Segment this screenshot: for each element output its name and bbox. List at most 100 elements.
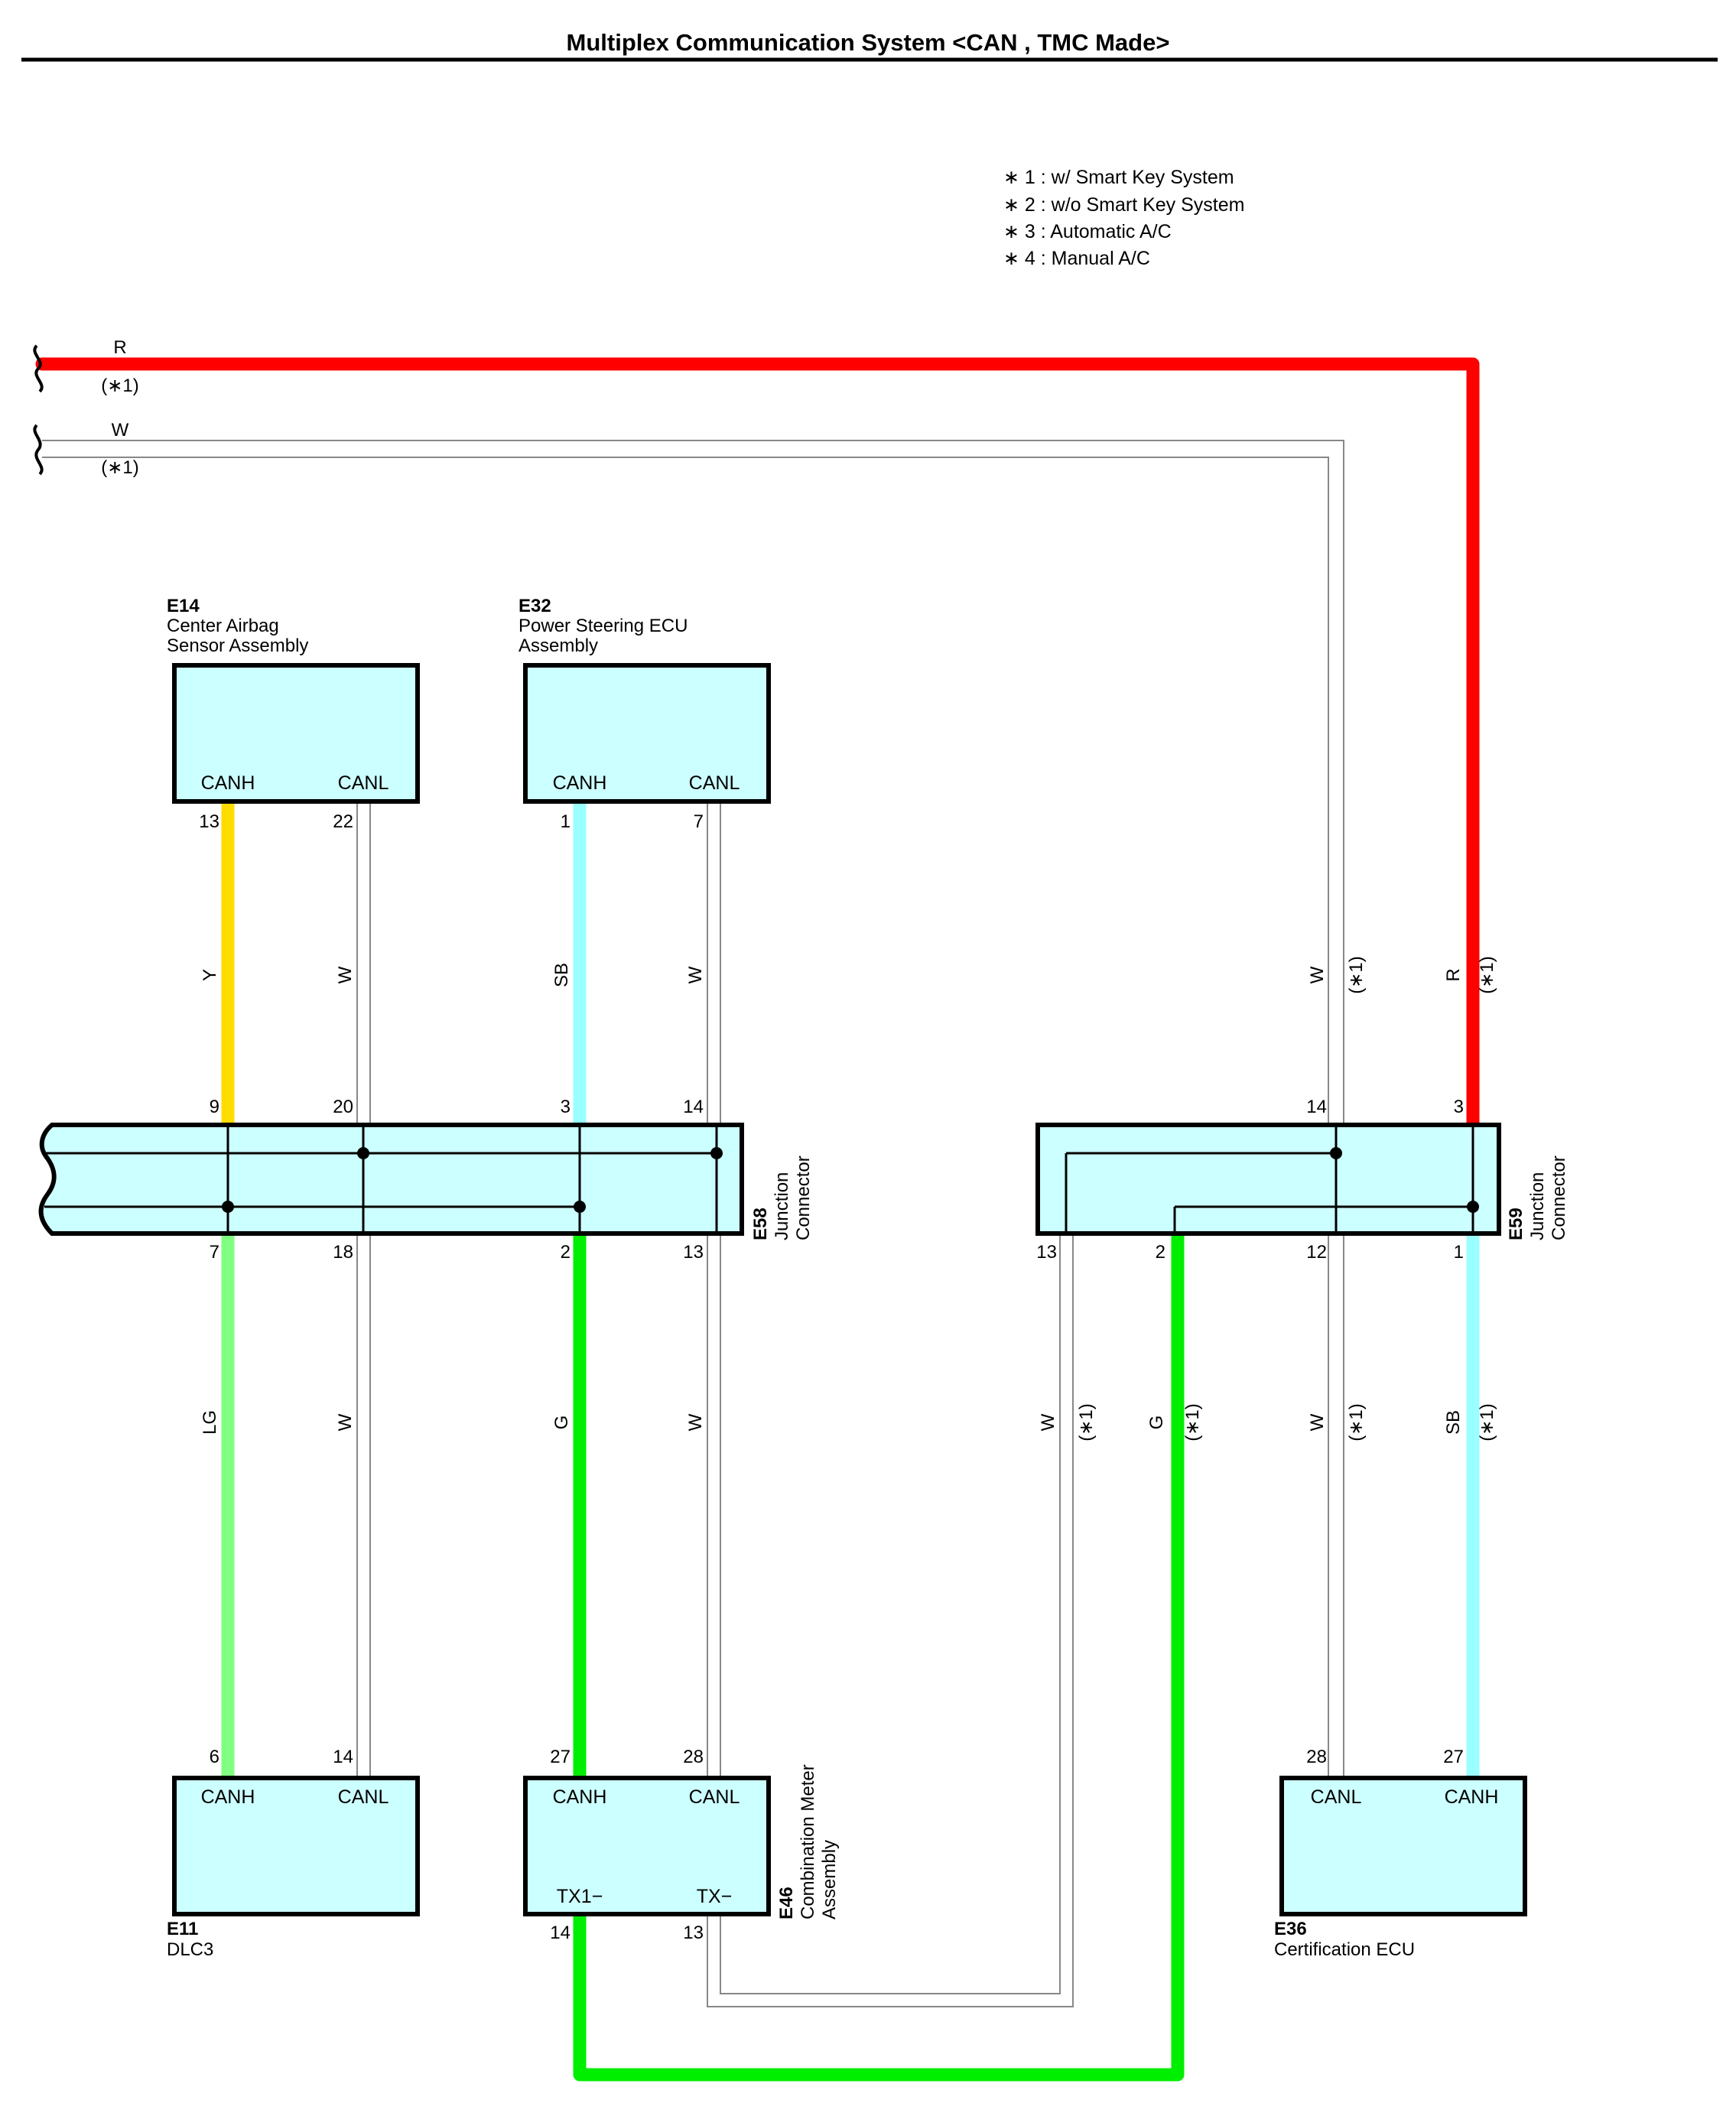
component-e36: 28 27 CANL CANH E36 Certification ECU (1274, 1747, 1527, 1960)
wire-note-w: (∗1) (101, 457, 138, 478)
e59-bottom-pin-3: 12 (1306, 1242, 1327, 1263)
wire-w-top (42, 440, 1344, 1128)
e11-pin-canl: 14 (333, 1747, 353, 1767)
e46-pin-tx: 13 (683, 1923, 704, 1943)
component-e14: E14 Center Airbag Sensor Assembly CANH C… (167, 596, 420, 832)
wire-label-w: W (112, 420, 129, 440)
e58-top-pin-3: 3 (561, 1097, 571, 1117)
e58-name-1: Junction (772, 1172, 792, 1240)
wire-e36-canl (1328, 1235, 1344, 1782)
e11-canh-label: CANH (201, 1786, 255, 1808)
e58-bottom-pin-3: 2 (561, 1242, 571, 1263)
e58-top-pin-4: 14 (683, 1097, 704, 1117)
component-e46: 27 28 CANH CANL TX1− TX− 14 13 E46 Combi… (523, 1747, 840, 1943)
wire-note-e59-sb1: (∗1) (1477, 1403, 1497, 1441)
e14-pin-canl: 22 (333, 811, 353, 832)
e14-pin-canh: 13 (199, 811, 219, 832)
e46-tx-label: TX− (697, 1886, 733, 1907)
option-notes: ∗ 1 : w/ Smart Key System ∗ 2 : w/o Smar… (1003, 167, 1244, 269)
e58-id: E58 (750, 1208, 771, 1240)
wire-label-e46-canh: G (551, 1416, 572, 1430)
e32-id: E32 (519, 596, 551, 616)
wire-note-e59-w-top: (∗1) (1346, 956, 1367, 993)
e32-name-2: Assembly (519, 635, 598, 656)
note-1: ∗ 1 : w/ Smart Key System (1003, 167, 1234, 188)
e58-name-2: Connector (793, 1156, 814, 1240)
e32-pin-canl: 7 (694, 811, 704, 832)
e58-bottom-pin-2: 18 (333, 1242, 353, 1263)
e14-canh-label: CANH (201, 772, 255, 794)
e46-id: E46 (776, 1887, 797, 1919)
wire-e46-tx1-to-e59 (573, 1228, 1185, 2082)
component-e32: E32 Power Steering ECU Assembly CANH CAN… (519, 596, 771, 832)
wire-label-e59-sb1: SB (1443, 1410, 1464, 1435)
e59-top-pin-1: 14 (1306, 1097, 1327, 1117)
break-mark-w (33, 424, 44, 476)
wire-e46-tx-to-e59 (707, 1235, 1074, 2007)
e46-tx1-label: TX1− (557, 1886, 603, 1907)
wire-e11-canl (356, 1235, 371, 1782)
e46-pin-tx1: 14 (550, 1923, 571, 1943)
note-4: ∗ 4 : Manual A/C (1003, 248, 1150, 269)
e36-pin-canh: 27 (1443, 1747, 1464, 1767)
e14-name-2: Sensor Assembly (167, 635, 308, 656)
e32-pin-canh: 1 (561, 811, 571, 832)
e59-top-pin-2: 3 (1454, 1097, 1464, 1117)
e14-name-1: Center Airbag (167, 616, 279, 636)
e36-canl-label: CANL (1311, 1786, 1362, 1808)
e46-name-2: Assembly (819, 1840, 840, 1919)
note-2: ∗ 2 : w/o Smart Key System (1003, 194, 1244, 216)
e36-pin-canl: 28 (1306, 1747, 1327, 1767)
note-3: ∗ 3 : Automatic A/C (1003, 221, 1172, 242)
wire-label-e14-canh: Y (200, 969, 220, 981)
e59-id: E59 (1506, 1208, 1526, 1240)
e46-canh-label: CANH (553, 1786, 607, 1808)
wire-label-e11-canl: W (335, 1413, 356, 1431)
e58-top-pin-1: 9 (210, 1097, 219, 1117)
e11-id: E11 (167, 1919, 198, 1939)
e46-pin-canh: 27 (550, 1747, 571, 1767)
wire-e32-canl (707, 803, 721, 1128)
e58-top-pin-2: 20 (333, 1097, 353, 1117)
e59-name-1: Junction (1527, 1172, 1548, 1240)
e36-canh-label: CANH (1445, 1786, 1499, 1808)
e14-canl-label: CANL (338, 772, 389, 794)
wire-label-e46-canl: W (685, 1413, 706, 1431)
wire-label-e11-canh: LG (200, 1410, 220, 1435)
e32-canl-label: CANL (689, 772, 740, 794)
connector-e58: 9 20 3 14 7 18 2 13 E58 Junction Connect… (38, 1097, 814, 1263)
wire-note-e59-r-top: (∗1) (1477, 956, 1497, 993)
wire-label-r: R (113, 337, 126, 358)
component-e11: 6 14 CANH CANL E11 DLC3 (167, 1747, 420, 1960)
wire-label-e59-g2: G (1146, 1416, 1167, 1430)
e11-canl-label: CANL (338, 1786, 389, 1808)
wire-label-e32-canh: SB (551, 963, 572, 987)
wire-label-e32-canl: W (685, 966, 706, 983)
e36-name: Certification ECU (1274, 1939, 1415, 1960)
wire-note-r: (∗1) (101, 375, 138, 396)
wire-e14-canl (356, 803, 371, 1128)
e11-pin-canh: 6 (210, 1747, 219, 1767)
wire-label-e59-w-top: W (1307, 966, 1328, 983)
e14-id: E14 (167, 596, 200, 616)
e32-name-1: Power Steering ECU (519, 616, 688, 636)
e46-pin-canl: 28 (683, 1747, 704, 1767)
e46-name-1: Combination Meter (798, 1764, 818, 1919)
wire-e46-canl (707, 1235, 721, 1782)
e59-bottom-pin-2: 2 (1156, 1242, 1165, 1263)
e58-bottom-pin-1: 7 (210, 1242, 219, 1263)
e46-canl-label: CANL (689, 1786, 740, 1808)
e36-id: E36 (1274, 1919, 1307, 1939)
page-title: Multiplex Communication System <CAN , TM… (567, 29, 1170, 56)
e59-bottom-pin-1: 13 (1036, 1242, 1057, 1263)
e32-canh-label: CANH (553, 772, 607, 794)
wire-label-e59-w12: W (1307, 1413, 1328, 1431)
e11-name: DLC3 (167, 1939, 213, 1960)
wire-r-top (35, 357, 1480, 1135)
wire-note-e59-w12: (∗1) (1346, 1403, 1367, 1441)
e59-name-2: Connector (1549, 1156, 1569, 1240)
connector-e59: 14 3 13 2 12 1 E59 Junction Connector (1035, 1097, 1569, 1263)
wire-note-e59-g2: (∗1) (1182, 1403, 1203, 1441)
wire-label-e14-canl: W (335, 966, 356, 983)
